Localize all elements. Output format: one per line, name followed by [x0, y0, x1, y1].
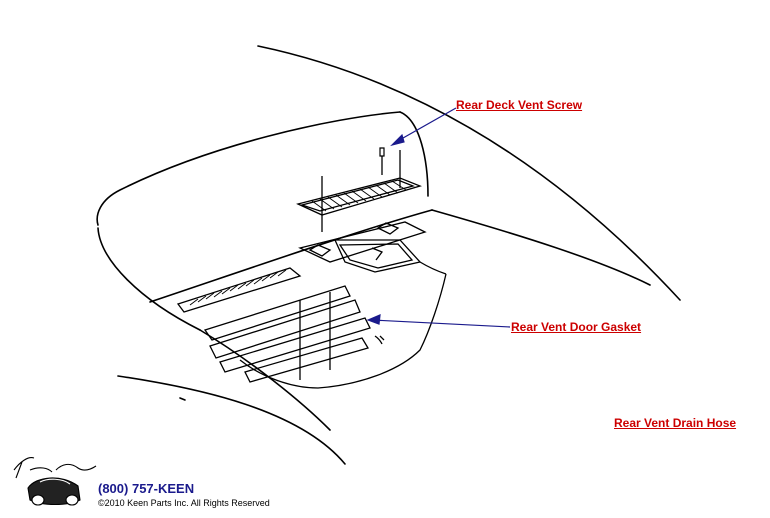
leader-lines [366, 107, 511, 328]
callout-rear-vent-door-gasket[interactable]: Rear Vent Door Gasket [511, 320, 642, 334]
vent-door-assembly [239, 239, 447, 389]
callout-rear-vent-drain-hose[interactable]: Rear Vent Drain Hose [614, 416, 737, 430]
keen-parts-logo [13, 457, 97, 506]
body-outline [96, 45, 681, 465]
rear-deck-vent-grille [296, 147, 427, 263]
callout-rear-deck-vent-screw[interactable]: Rear Deck Vent Screw [456, 98, 583, 112]
copyright-notice: ©2010 Keen Parts Inc. All Rights Reserve… [98, 498, 270, 508]
lower-vent-louver [176, 267, 383, 383]
phone-number: (800) 757-KEEN [98, 481, 195, 496]
